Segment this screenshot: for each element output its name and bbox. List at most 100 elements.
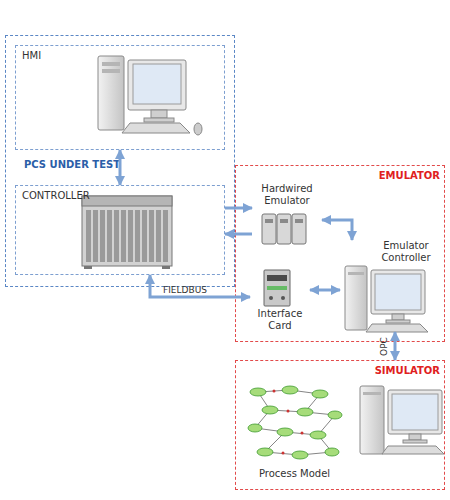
hmi-computer-part bbox=[151, 110, 167, 118]
controller-rack-part bbox=[163, 210, 168, 262]
emulator-computer bbox=[345, 266, 428, 332]
hardwired-emulator: Hardwired Emulator bbox=[252, 183, 322, 245]
process-model: Process Model bbox=[242, 375, 347, 485]
controller-rack-part bbox=[135, 210, 140, 262]
interface-card-device bbox=[264, 270, 290, 306]
connector-label: FIELDBUS bbox=[163, 285, 207, 296]
simulator-computer bbox=[360, 386, 444, 454]
simulator-computer-part bbox=[392, 394, 438, 430]
connector-arrow bbox=[225, 207, 252, 210]
process-model-graph-part-part bbox=[248, 424, 262, 432]
process-model-graph-part bbox=[255, 390, 335, 455]
process-model-graph-part-part bbox=[287, 410, 290, 413]
hardwired-emulator-device-part bbox=[277, 214, 291, 244]
controller-rack-part bbox=[156, 210, 161, 262]
process-model-graph bbox=[248, 386, 342, 459]
process-model-graph-part-part bbox=[301, 432, 304, 435]
process-model-graph-part-part bbox=[297, 408, 313, 416]
interface-card-device-part bbox=[281, 296, 285, 300]
interface-card-device-part bbox=[267, 275, 287, 281]
simulator-group: SIMULATOR Process Model bbox=[235, 360, 445, 490]
process-model-graph-part-part bbox=[292, 451, 308, 459]
hmi-computer-part bbox=[98, 56, 124, 130]
node-label: HMI bbox=[22, 50, 82, 62]
node-label: Emulator Controller bbox=[370, 240, 442, 264]
hmi-computer bbox=[98, 56, 202, 135]
controller-rack-part bbox=[114, 210, 119, 262]
emulator-controller: Emulator Controller bbox=[340, 240, 442, 332]
process-model-graph-part-part bbox=[282, 386, 298, 394]
pcs-group: PCS UNDER TESTHMICONTROLLER bbox=[5, 35, 235, 287]
process-model-graph-part-part bbox=[310, 431, 326, 439]
simulator-computer-part bbox=[388, 390, 442, 434]
emulator-computer-part bbox=[366, 324, 428, 332]
emulator-computer-part bbox=[348, 272, 364, 275]
hmi-computer-part bbox=[102, 69, 120, 73]
controller-rack-part bbox=[82, 196, 172, 266]
emulator-computer-part bbox=[371, 270, 425, 314]
process-model-graph-part-part bbox=[282, 452, 285, 455]
process-model-graph-part-part bbox=[312, 390, 328, 398]
hardwired-emulator-device-part bbox=[262, 214, 276, 244]
connector-arrow bbox=[310, 289, 340, 292]
interface-card: Interface Card bbox=[250, 268, 310, 333]
emulator-group: EMULATOR Hardwired EmulatorEmulator Contr… bbox=[235, 165, 445, 342]
controller-box: CONTROLLER bbox=[15, 185, 225, 275]
simulator-computer-part bbox=[363, 392, 381, 395]
controller-rack-part bbox=[93, 210, 98, 262]
controller-rack-part bbox=[121, 210, 126, 262]
controller-rack-part bbox=[86, 210, 91, 262]
hardwired-emulator-device-part bbox=[265, 219, 273, 223]
controller-rack-part bbox=[162, 266, 170, 269]
connector-arrow bbox=[394, 332, 397, 360]
connector-arrow bbox=[225, 233, 252, 236]
simulator-computer-part bbox=[382, 446, 444, 454]
hardwired-emulator-device-part bbox=[292, 214, 306, 244]
hmi-box: HMI bbox=[15, 45, 225, 150]
hmi-computer-part bbox=[133, 64, 181, 104]
process-model-graph-part bbox=[248, 386, 342, 459]
process-model-graph-part-part bbox=[328, 411, 342, 419]
process-model-graph-part-part bbox=[277, 428, 293, 436]
hardwired-emulator-device-part bbox=[280, 219, 288, 223]
emulator-computer-part bbox=[345, 266, 367, 330]
hmi-computer-part bbox=[102, 62, 120, 66]
controller-rack-part bbox=[84, 266, 92, 269]
node-label: SIMULATOR bbox=[340, 365, 440, 377]
emulator-computer-part bbox=[392, 314, 404, 320]
process-model-graph-part-part bbox=[273, 390, 276, 393]
node-label: Process Model bbox=[242, 468, 347, 480]
connector-arrow bbox=[119, 150, 122, 185]
node-label: EMULATOR bbox=[340, 170, 440, 182]
node-label: CONTROLLER bbox=[22, 190, 122, 202]
node-label: Hardwired Emulator bbox=[252, 183, 322, 207]
connector-arrow bbox=[150, 275, 250, 297]
controller-rack-part bbox=[100, 210, 105, 262]
controller-rack-part bbox=[149, 210, 154, 262]
simulator-computer-part bbox=[409, 434, 421, 440]
hmi-computer-part bbox=[194, 123, 202, 135]
controller-rack bbox=[82, 196, 172, 269]
interface-card-device-part bbox=[267, 286, 287, 290]
hardwired-emulator-device-part bbox=[295, 219, 303, 223]
connector-label: OPC bbox=[379, 337, 390, 356]
process-model-graph-part-part bbox=[262, 406, 278, 414]
hardwired-emulator-device bbox=[262, 214, 306, 244]
emulator-computer-part bbox=[375, 274, 421, 310]
controller-rack-part bbox=[142, 210, 147, 262]
controller-rack-part bbox=[128, 210, 133, 262]
process-model-graph-part-part bbox=[325, 448, 339, 456]
simulator-computer-part bbox=[360, 386, 384, 454]
controller-rack-part bbox=[107, 210, 112, 262]
connector-arrow bbox=[322, 220, 352, 240]
controller-rack-part bbox=[82, 196, 172, 206]
hmi-computer-part bbox=[122, 123, 190, 133]
process-model-graph-part-part bbox=[250, 388, 266, 396]
process-model-graph-part-part bbox=[257, 448, 273, 456]
emulator-computer-part bbox=[386, 320, 410, 323]
interface-card-device-part bbox=[269, 296, 273, 300]
